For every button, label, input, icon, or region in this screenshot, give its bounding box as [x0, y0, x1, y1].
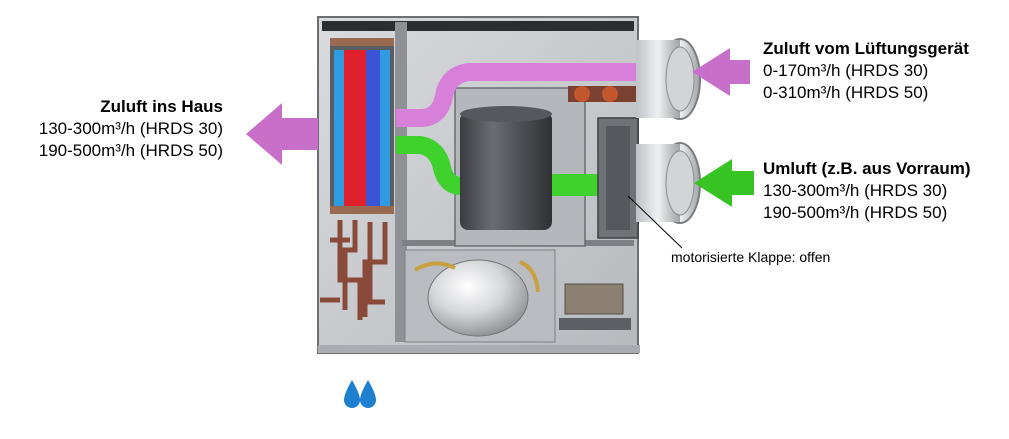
label-supply-into-house-line1: 130-300m³/h (HRDS 30) — [38, 119, 223, 138]
arrow-supply-into-house — [246, 103, 318, 165]
fan-cylinder — [460, 106, 552, 230]
label-supply-from-ventilation-unit-title: Zuluft vom Lüftungsgerät — [763, 39, 969, 58]
side-port-top — [636, 38, 701, 120]
label-recirculation: Umluft (z.B. aus Vorraum) 130-300m³/h (H… — [763, 158, 970, 224]
pink-duct-supply — [396, 63, 640, 127]
damper-pointer-line — [627, 195, 683, 249]
arrow-supply-from-ventilation-unit — [692, 48, 750, 96]
label-supply-into-house: Zuluft ins Haus 130-300m³/h (HRDS 30) 19… — [39, 96, 223, 162]
label-supply-from-ventilation-unit-line2: 0-310m³/h (HRDS 50) — [763, 83, 929, 102]
label-recirculation-title: Umluft (z.B. aus Vorraum) — [763, 159, 971, 178]
label-supply-into-house-line2: 190-500m³/h (HRDS 50) — [38, 141, 223, 160]
label-supply-from-ventilation-unit: Zuluft vom Lüftungsgerät 0-170m³/h (HRDS… — [763, 38, 969, 104]
refrigerant-piping — [320, 220, 388, 320]
compressor — [404, 249, 556, 343]
green-duct-recirculation — [396, 136, 463, 195]
top-fittings — [568, 86, 638, 102]
control-box — [559, 283, 631, 330]
label-supply-into-house-title: Zuluft ins Haus — [100, 97, 223, 116]
label-recirculation-line2: 190-500m³/h (HRDS 50) — [763, 203, 948, 222]
green-duct-inlet — [552, 174, 608, 196]
label-motorized-damper: motorisierte Klappe: offen — [671, 249, 831, 265]
label-supply-from-ventilation-unit-line1: 0-170m³/h (HRDS 30) — [763, 61, 929, 80]
label-recirculation-line1: 130-300m³/h (HRDS 30) — [763, 181, 948, 200]
heat-exchanger-coil — [330, 38, 394, 214]
side-port-bottom — [636, 142, 701, 224]
condensate-drops-icon — [344, 380, 376, 408]
arrow-recirculation-in — [694, 159, 754, 207]
motorized-damper — [597, 117, 639, 239]
